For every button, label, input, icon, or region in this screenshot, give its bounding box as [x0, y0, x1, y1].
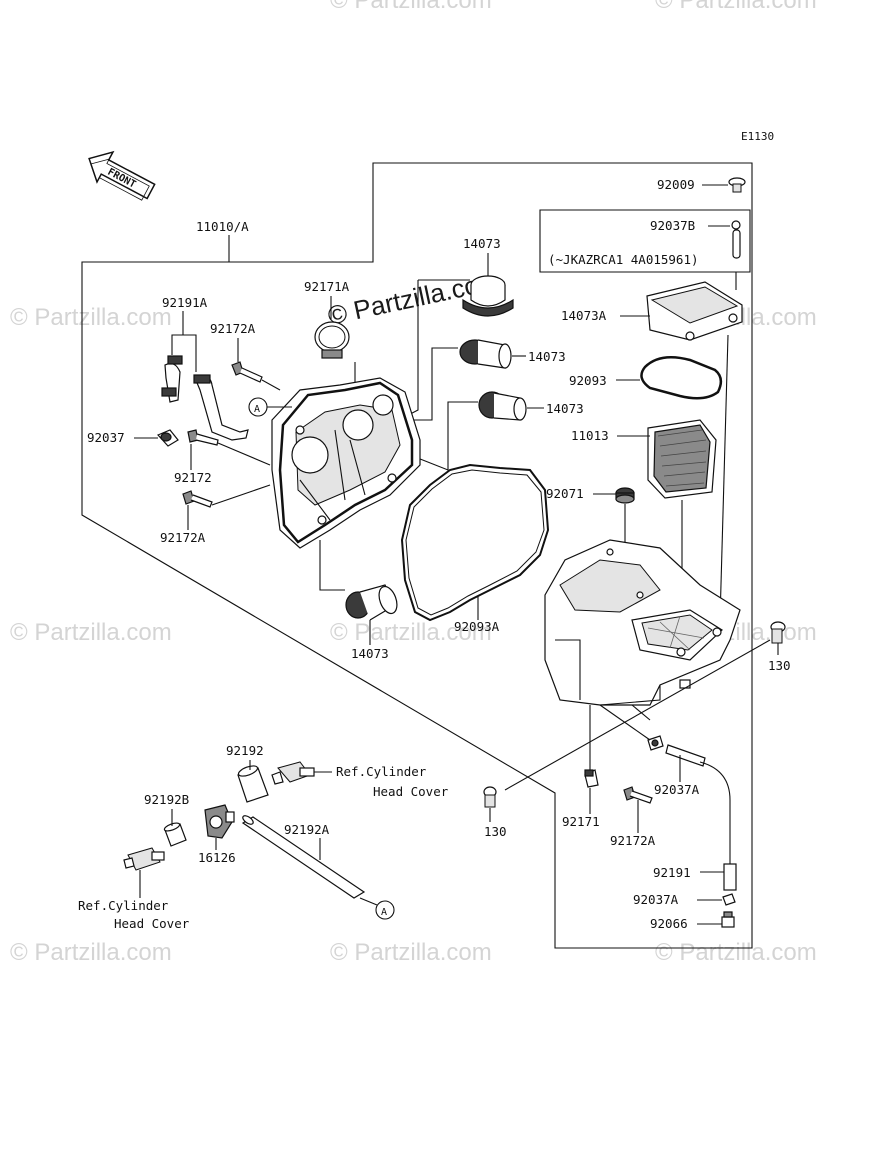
airbox-cover [271, 377, 421, 549]
label-92037b: 92037B [650, 218, 695, 233]
bolt-130-low [483, 786, 497, 808]
ref-cyl-2a: Ref.Cylinder [78, 898, 169, 913]
label-130-right: 130 [768, 658, 791, 673]
label-92037: 92037 [87, 430, 125, 445]
label-92093: 92093 [569, 373, 607, 388]
label-92192b: 92192B [144, 792, 189, 807]
label-92171: 92171 [562, 814, 600, 829]
fitting-ref-cylinder-2 [123, 847, 165, 871]
bolt-92172a-low [182, 490, 213, 508]
label-14073a: 14073A [561, 308, 607, 323]
boot-14073-bottom [345, 584, 398, 621]
label-14073-mid2: 14073 [546, 401, 584, 416]
clip-92037b [731, 220, 741, 259]
ref-cyl-1a: Ref.Cylinder [336, 764, 427, 779]
watermark-9: © Partzilla.com [330, 0, 492, 14]
watermark-3: © Partzilla.com [10, 939, 172, 966]
fitting-ref-cylinder-1 [271, 761, 315, 785]
label-11010a: 11010/A [196, 219, 249, 234]
grommet-92071 [615, 487, 635, 504]
clamp-92037 [156, 429, 179, 447]
label-92037a-2: 92037A [633, 892, 679, 907]
boot-14073-mid2 [478, 391, 527, 421]
watermark-1: © Partzilla.com [10, 304, 172, 331]
filter-11013 [647, 419, 717, 499]
label-92071: 92071 [546, 486, 584, 501]
label-16126: 16126 [198, 850, 236, 865]
label-92093a: 92093A [454, 619, 500, 634]
hose-92192 [237, 765, 269, 803]
bolt-92172a-right [623, 786, 653, 804]
serial-note: (~JKAZRCA1 4A015961) [548, 252, 699, 267]
hose-92192b [163, 822, 187, 847]
hose-92191 [665, 744, 706, 767]
watermark-5: © Partzilla.com [330, 939, 492, 966]
label-92191a: 92191A [162, 295, 208, 310]
bolt-92172a-top [231, 361, 263, 383]
bolt-130-right [770, 621, 786, 644]
hose-92192a [241, 815, 366, 899]
label-92009: 92009 [657, 177, 695, 192]
label-14073-top: 14073 [463, 236, 501, 251]
label-92192: 92192 [226, 743, 264, 758]
ref-a-top: A [254, 404, 260, 415]
clip-92037a-1 [647, 735, 664, 751]
watermark-8: © Partzilla.com [655, 939, 817, 966]
valve-16126 [204, 804, 235, 839]
gasket-92093a [400, 463, 550, 622]
diagram-code: E1130 [741, 130, 774, 143]
front-arrow-icon: FRONT [88, 150, 156, 201]
watermark-2: © Partzilla.com [10, 619, 172, 646]
ref-a-bottom: A [381, 907, 387, 918]
label-92191: 92191 [653, 865, 691, 880]
serial-bracket [539, 209, 751, 273]
label-92172: 92172 [174, 470, 212, 485]
clamp-92171a [314, 321, 350, 359]
boot-14073-top [462, 275, 514, 317]
clip-92037a-2 [722, 893, 736, 906]
screw-92009 [728, 177, 746, 193]
clamp-92171 [584, 769, 599, 788]
label-11013: 11013 [571, 428, 609, 443]
hose-92191-end [723, 863, 737, 891]
ref-cyl-1b: Head Cover [373, 784, 449, 799]
ref-cyl-2b: Head Cover [114, 916, 190, 931]
airbox-housing [544, 539, 741, 706]
gasket-92093 [640, 355, 723, 400]
label-92192a: 92192A [284, 822, 330, 837]
plug-92066 [721, 911, 735, 928]
watermark-10: © Partzilla.com [655, 0, 817, 14]
label-92172a-right: 92172A [610, 833, 656, 848]
label-92171a: 92171A [304, 279, 350, 294]
label-92037a-1: 92037A [654, 782, 700, 797]
watermark-4: © Partzilla.com [330, 619, 492, 646]
boot-14073-mid1 [459, 339, 512, 369]
hose-92191a [161, 355, 249, 441]
bolt-92172 [187, 429, 219, 446]
label-14073-bottom: 14073 [351, 646, 389, 661]
label-92172a-top: 92172A [210, 321, 256, 336]
label-92066: 92066 [650, 916, 688, 931]
label-14073-mid1: 14073 [528, 349, 566, 364]
label-130-low: 130 [484, 824, 507, 839]
label-92172a-low: 92172A [160, 530, 206, 545]
assembly-outline [81, 162, 753, 949]
cap-14073a [646, 281, 743, 341]
